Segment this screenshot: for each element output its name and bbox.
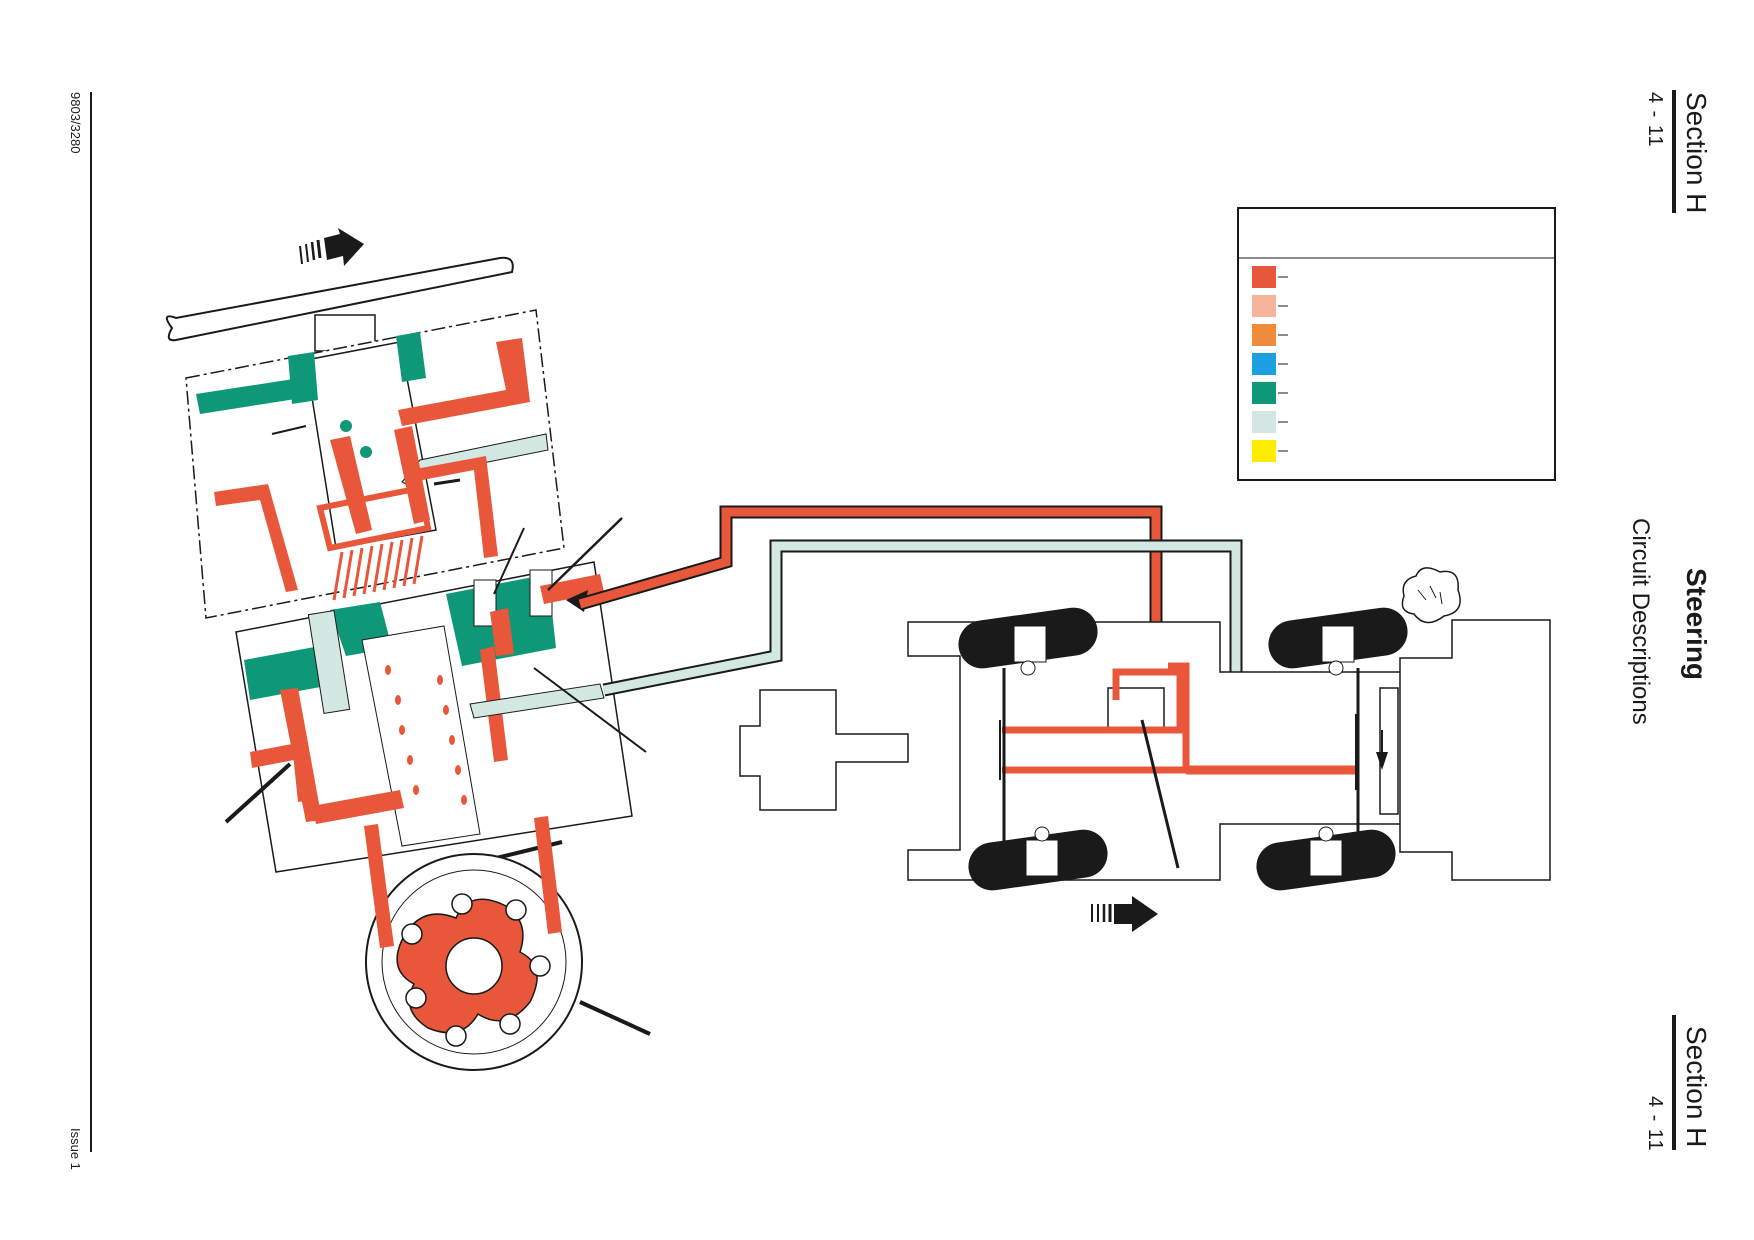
control-valve-upper — [185, 309, 565, 619]
debris-icon — [1401, 567, 1461, 624]
header-rule-top — [1672, 90, 1676, 213]
legend-swatch — [1252, 353, 1276, 375]
legend-swatch — [1252, 382, 1276, 404]
legend-swatch — [1252, 266, 1276, 288]
legend-swatch — [1252, 324, 1276, 346]
vehicle-chassis — [739, 619, 1551, 881]
header-rule-bottom — [1672, 1015, 1676, 1150]
tyre-icon — [958, 607, 1408, 891]
legend — [1237, 207, 1556, 481]
direction-arrow-icon — [299, 228, 364, 266]
legend-swatch — [1252, 440, 1276, 462]
metering-unit — [364, 816, 651, 1071]
legend-swatch — [1252, 411, 1276, 433]
direction-arrow-icon — [1091, 896, 1158, 932]
axle-lines — [999, 662, 1388, 869]
pressure-line — [578, 505, 1163, 772]
footer-rule — [90, 92, 92, 1152]
legend-swatch — [1252, 295, 1276, 317]
control-valve-lower — [224, 517, 647, 873]
